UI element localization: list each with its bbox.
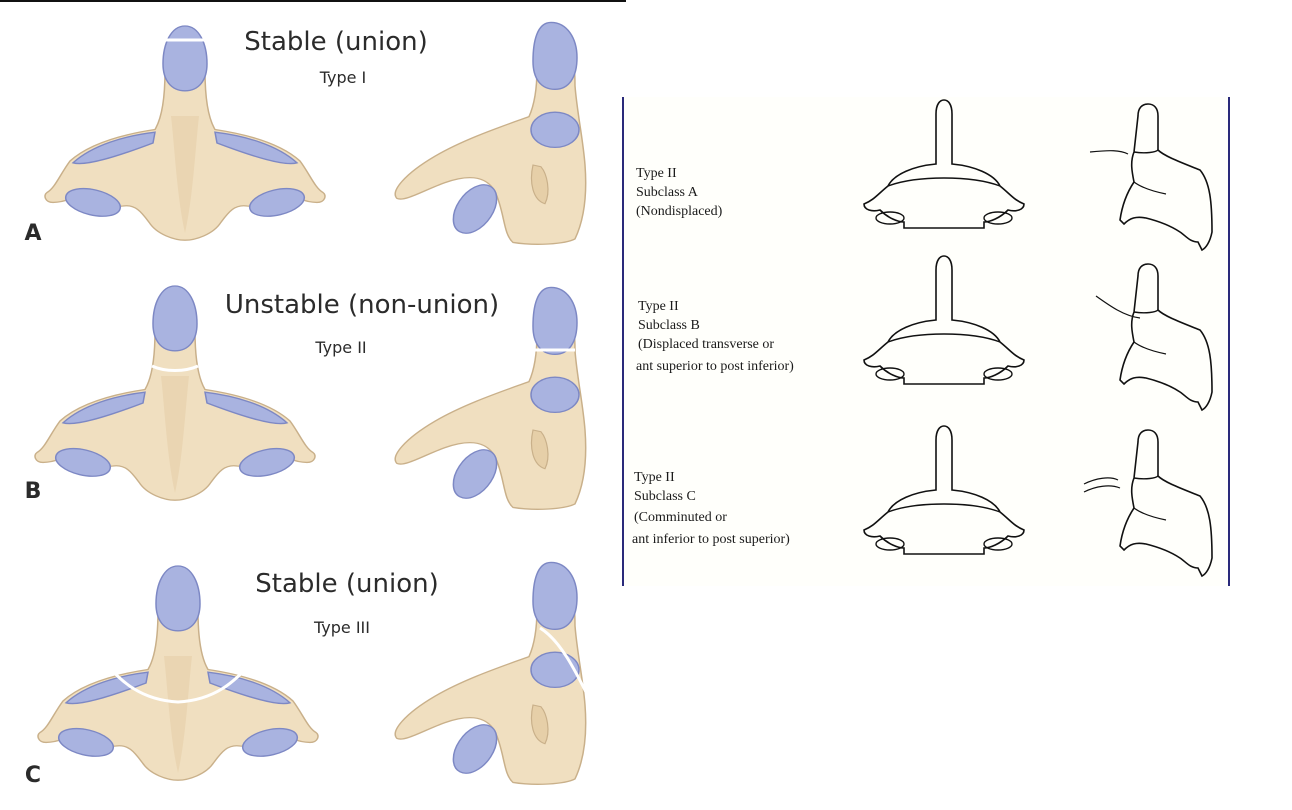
c2-side-view-b [394,286,587,511]
subclass-b-fracture [1095,295,1141,319]
subclass-b-line-2: Subclass B [638,318,700,333]
left-panel: A Stable (union) Type I B Unstable (non-… [24,21,592,788]
right-panel: Type II Subclass A (Nondisplaced) Type I… [622,97,1230,586]
subclass-a-line-2: Subclass A [636,185,699,200]
fracture-line-b [151,364,199,372]
row-c: C Stable (union) Type III [25,561,592,788]
row-b: B Unstable (non-union) Type II [25,285,587,511]
row-a: A Stable (union) Type I [24,21,587,246]
subclass-a-fracture [1089,150,1129,155]
fracture-line-c-side [539,626,592,701]
row-subtitle-a: Type I [319,68,367,87]
subclass-b: Type II Subclass B (Displaced transverse… [636,255,1213,411]
subclass-a-line-1: Type II [636,166,677,181]
subclass-b-line-1: Type II [638,299,679,314]
row-subtitle-c: Type III [313,618,370,637]
subclass-c-line-2: Subclass C [634,489,696,504]
row-subtitle-b: Type II [314,338,366,357]
subclass-c-line-4: ant inferior to post superior) [632,532,790,547]
row-letter-a: A [24,221,41,246]
subclass-c-fracture [1083,477,1121,493]
c2-front-view-a [44,25,326,241]
subclass-c-line-3: (Comminuted or [634,510,727,525]
subclass-c-line-1: Type II [634,470,675,485]
subclass-a: Type II Subclass A (Nondisplaced) [636,99,1213,251]
row-title-a: Stable (union) [244,27,427,57]
subclass-b-line-3: (Displaced transverse or [638,337,774,352]
row-title-c: Stable (union) [255,569,438,599]
subclass-c: Type II Subclass C (Comminuted or ant in… [632,425,1213,577]
row-title-b: Unstable (non-union) [225,290,499,320]
row-letter-b: B [25,479,42,504]
row-letter-c: C [25,763,41,788]
subclass-a-line-3: (Nondisplaced) [636,204,723,219]
subclass-b-line-4: ant superior to post inferior) [636,359,794,374]
fracture-line-c [104,663,252,704]
